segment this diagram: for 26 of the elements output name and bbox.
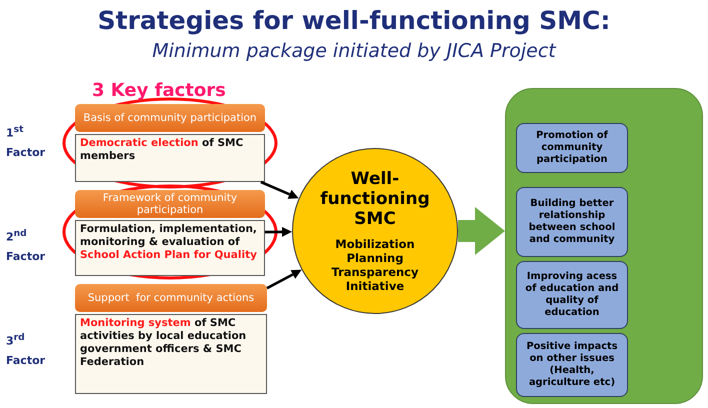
box-text: Positive impacts on other issues (Health, agriculture etc): [525, 340, 619, 390]
outcome-box: [516, 333, 628, 397]
factor-label: 2$^{nd}$ Factor: [6, 227, 46, 265]
factor-text: Democratic election of SMC members: [75, 134, 265, 182]
box-text: Improving acess of education and quality of education: [524, 270, 620, 320]
section-heading: 3 Key factors: [92, 80, 227, 101]
factor-header: Framework of community participation: [75, 190, 265, 218]
subtitle: Minimum package initiated by JICA Project: [151, 40, 558, 62]
factor-label: 1$^{st}$ Factor: [6, 123, 46, 161]
factor-text: Formulation, implementation, monitoring & evaluation of School Action Plan for Quality: [75, 220, 265, 276]
factor-header: Basis of community participation: [75, 104, 265, 132]
factor-text: Monitoring system of SMC activities by local education government officers & SMC Federation: [75, 314, 267, 394]
circle-text: Mobilization Planning Transparency Initiative: [330, 237, 420, 293]
arrow: [260, 180, 299, 199]
arrow: [264, 226, 292, 237]
factor-header: Support for community actions: [75, 284, 267, 312]
box-text: Promotion of community participation: [535, 129, 609, 167]
box-text: Building better relationship between school and community: [528, 197, 616, 247]
block-arrow: [458, 207, 505, 255]
outcome-box: [516, 123, 628, 173]
outcome-box: [516, 261, 628, 329]
title: Strategies for well-functioning SMC:: [96, 6, 612, 35]
outcome-panel: [505, 88, 703, 404]
circle-title: Well-functioning SMC: [319, 169, 431, 229]
factor-label: 3$^{rd}$ Factor: [6, 331, 46, 369]
outcome-box: [516, 187, 628, 257]
